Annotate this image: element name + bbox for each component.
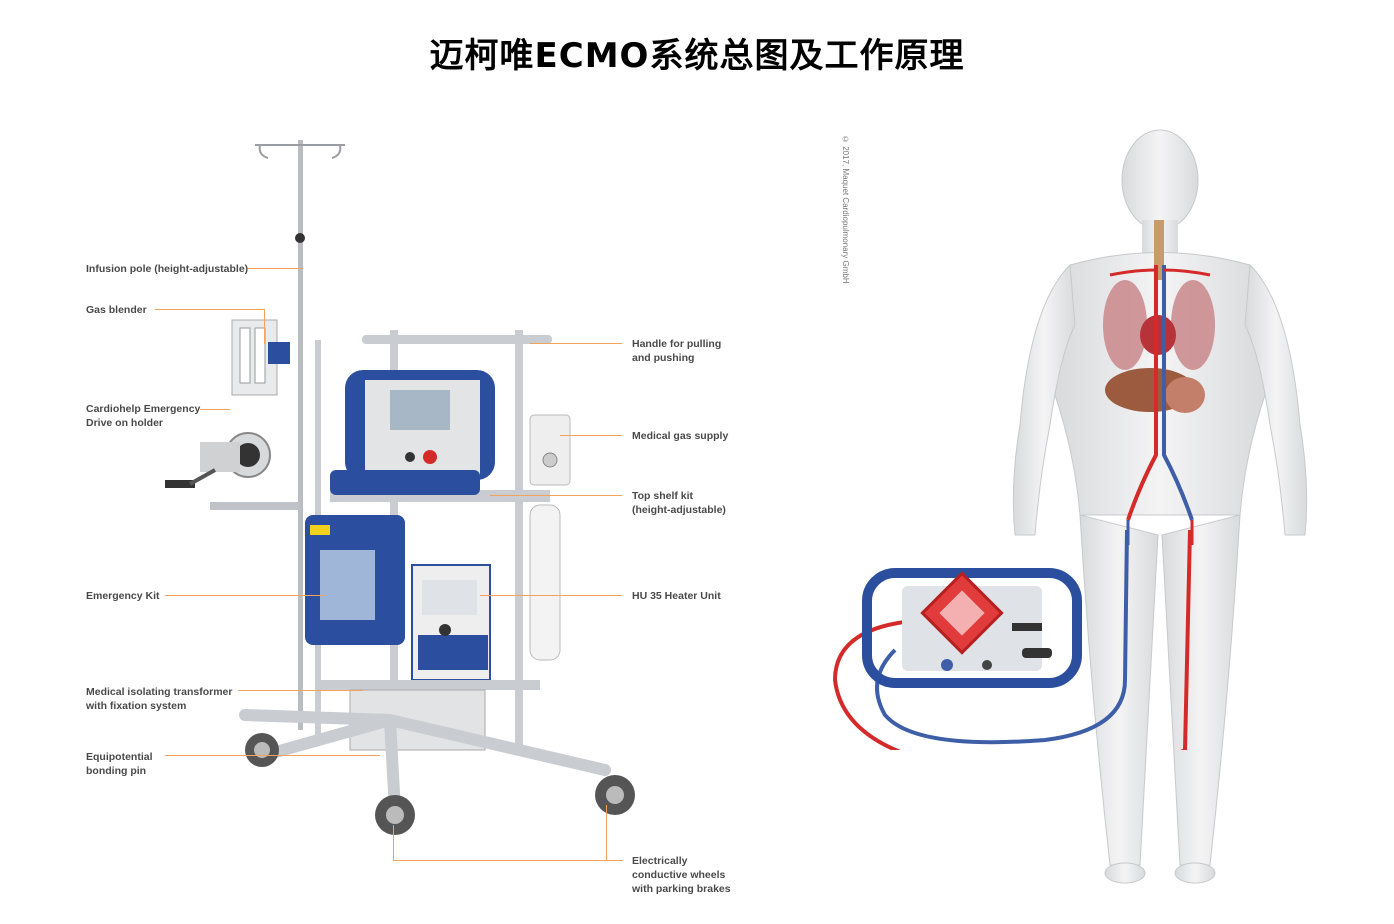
callout-line: [238, 690, 363, 691]
callout-line: [606, 805, 607, 860]
callout-line: [200, 409, 230, 410]
human-body-illustration: [1012, 129, 1308, 884]
callout-line: [393, 860, 623, 861]
callout-line: [490, 495, 622, 496]
ecmo-cart-illustration: [165, 140, 635, 835]
label-transformer: Medical isolating transformer with fixat…: [86, 686, 233, 712]
callout-line: [248, 268, 303, 269]
callout-line: [155, 309, 265, 310]
callout-line: [393, 825, 394, 860]
copyright-text: © 2017, Maquet Cardiopulmonary GmbH: [841, 135, 850, 284]
label-handle: Handle for pulling and pushing: [632, 338, 722, 364]
label-emergency-drive: Cardiohelp Emergency Drive on holder: [86, 403, 201, 429]
label-bonding-pin: Equipotential bonding pin: [86, 751, 153, 777]
callout-line: [165, 755, 380, 756]
callout-line: [530, 343, 622, 344]
callout-line: [264, 309, 265, 344]
label-emergency-kit: Emergency Kit: [86, 590, 160, 602]
callout-line: [560, 435, 622, 436]
label-gas-supply: Medical gas supply: [632, 430, 729, 442]
page-title: 迈柯唯ECMO系统总图及工作原理: [429, 36, 965, 76]
callout-line: [165, 595, 325, 596]
label-infusion-pole: Infusion pole (height-adjustable): [86, 263, 249, 275]
cardiohelp-device-icon: [862, 568, 1082, 688]
label-top-shelf: Top shelf kit (height-adjustable): [632, 490, 726, 516]
ecmo-circuit-tubing: [832, 530, 1192, 750]
callout-line: [480, 595, 622, 596]
label-wheels: Electrically conductive wheels with park…: [632, 855, 731, 895]
label-heater-unit: HU 35 Heater Unit: [632, 590, 721, 602]
label-gas-blender: Gas blender: [86, 304, 147, 316]
